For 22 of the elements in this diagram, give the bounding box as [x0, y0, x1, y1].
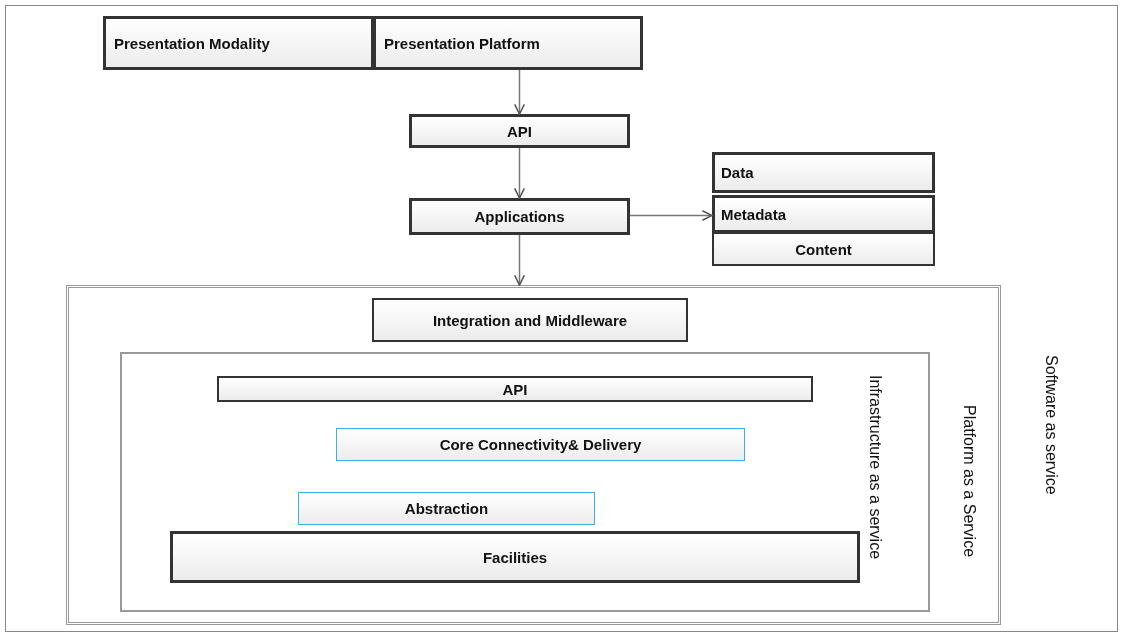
layer-frame: [66, 285, 1001, 625]
layer-box: Applications: [409, 198, 630, 235]
layer-box: Facilities: [170, 531, 860, 583]
layer-label: Platform as a Service: [960, 405, 978, 558]
layer-box: API: [217, 376, 813, 402]
layer-label: Infrastructure as a service: [866, 375, 884, 560]
layer-box: API: [409, 114, 630, 148]
arrow: [513, 234, 526, 286]
layer-box: Presentation Modality: [103, 16, 374, 70]
data-box: Data: [712, 152, 935, 193]
layer-box: Integration and Middleware: [372, 298, 688, 342]
layer-box: Abstraction: [298, 492, 595, 525]
arrow: [513, 69, 526, 115]
data-box: Metadata: [712, 195, 935, 233]
data-box: Content: [712, 232, 935, 266]
layer-frame: [120, 352, 930, 612]
layer-box: Presentation Platform: [373, 16, 643, 70]
arrow: [513, 147, 526, 199]
arrow: [629, 209, 713, 222]
layer-box: Core Connectivity& Delivery: [336, 428, 745, 461]
layer-label: Software as service: [1042, 355, 1060, 495]
outer-frame: [5, 5, 1118, 632]
